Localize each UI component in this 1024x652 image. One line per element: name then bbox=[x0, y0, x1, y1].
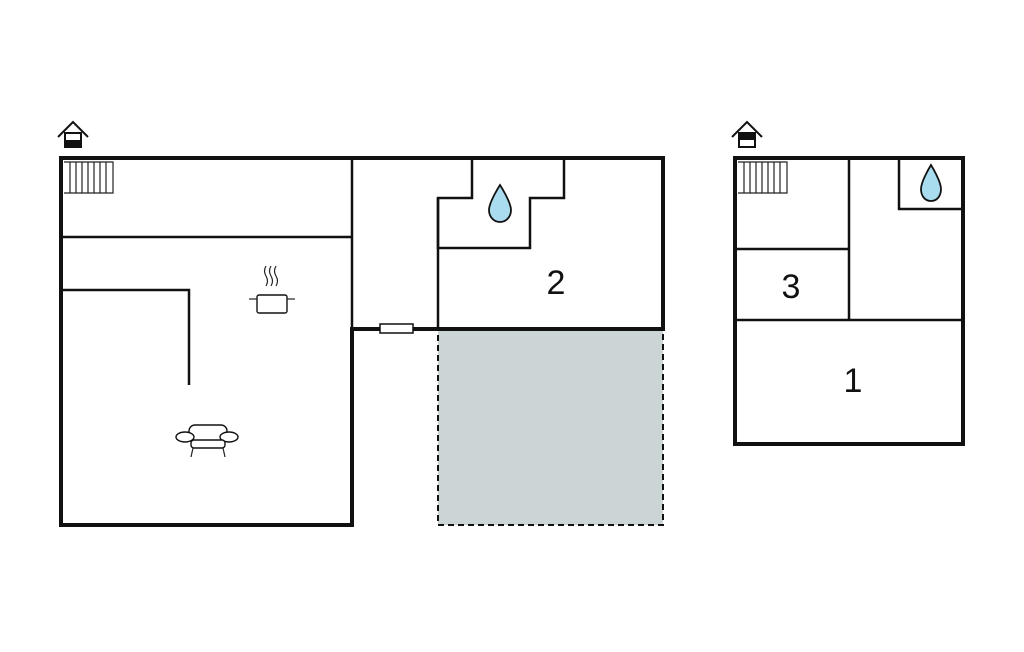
upper-floor-plan: 3 1 bbox=[731, 120, 965, 446]
bathroom-wall bbox=[436, 158, 566, 250]
door-icon bbox=[379, 323, 414, 334]
stairs-icon bbox=[738, 161, 788, 194]
ground-floor-plan: 2 bbox=[57, 120, 665, 527]
kitchen-partition-wall bbox=[61, 288, 191, 385]
room-label-1: 1 bbox=[844, 362, 863, 400]
stairs-icon bbox=[64, 161, 114, 194]
house-upper-level-icon bbox=[731, 120, 763, 148]
upper-bathroom-wall bbox=[897, 158, 963, 211]
cooking-pot-icon bbox=[249, 265, 295, 314]
room-label-2: 2 bbox=[547, 264, 566, 302]
water-drop-icon bbox=[488, 183, 512, 223]
house-ground-level-icon bbox=[57, 120, 89, 148]
armchair-icon bbox=[175, 424, 239, 458]
room-label-3: 3 bbox=[782, 268, 801, 306]
terrace-area bbox=[437, 328, 664, 526]
water-drop-icon bbox=[920, 163, 942, 202]
